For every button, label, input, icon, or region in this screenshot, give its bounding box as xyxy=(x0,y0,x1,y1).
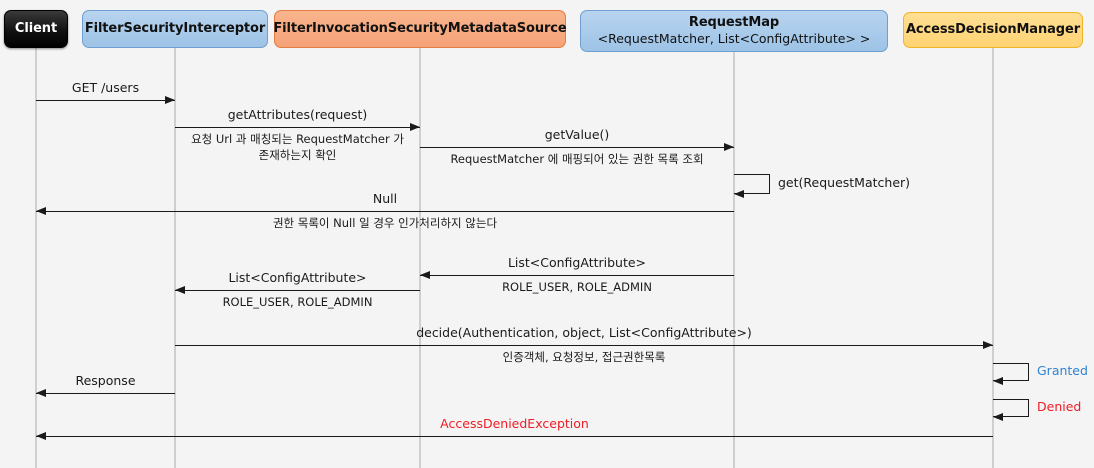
message-arrowhead-m7 xyxy=(983,341,993,349)
participant-subtitle: <RequestMatcher, List<ConfigAttribute> > xyxy=(597,30,871,46)
participant-title: AccessDecisionManager xyxy=(905,21,1081,37)
lifeline-adm xyxy=(992,48,994,468)
message-arrowhead-m9 xyxy=(36,432,46,440)
message-label-m4: Null xyxy=(372,191,398,206)
message-note-m6: ROLE_USER, ROLE_ADMIN xyxy=(222,295,373,309)
participant-fsi[interactable]: FilterSecurityInterceptor xyxy=(82,10,268,48)
message-note-m5: ROLE_USER, ROLE_ADMIN xyxy=(502,280,652,294)
message-label-m1: GET /users xyxy=(71,80,140,95)
participant-title: RequestMap xyxy=(688,14,780,30)
message-line-m7 xyxy=(175,345,993,346)
lifeline-fsi xyxy=(174,48,176,468)
message-note-m3: RequestMatcher 에 매핑되어 있는 권한 목록 조회 xyxy=(450,152,704,166)
message-line-m1 xyxy=(36,100,175,101)
message-note-m2: 요청 Url 과 매칭되는 RequestMatcher 가 존재하는지 확인 xyxy=(191,132,404,162)
message-arrowhead-m2 xyxy=(410,123,420,131)
message-arrowhead-m6 xyxy=(175,286,185,294)
self-call-label-s2: Granted xyxy=(1037,363,1088,378)
participant-adm[interactable]: AccessDecisionManager xyxy=(903,12,1083,48)
message-note-m4: 권한 목록이 Null 일 경우 인가처리하지 않는다 xyxy=(272,216,498,230)
message-line-m8 xyxy=(36,393,175,394)
message-arrowhead-m1 xyxy=(165,96,175,104)
message-line-m2 xyxy=(175,127,420,128)
message-label-m9: AccessDeniedException xyxy=(440,416,589,431)
participant-title: FilterSecurityInterceptor xyxy=(84,20,266,36)
self-call-arrowhead-s3 xyxy=(993,413,1003,421)
self-call-arrowhead-s1 xyxy=(734,190,744,198)
self-call-label-s1: get(RequestMatcher) xyxy=(778,175,911,190)
participant-title: FilterInvocationSecurityMetadataSource xyxy=(273,20,567,36)
participant-fismds[interactable]: FilterInvocationSecurityMetadataSource xyxy=(273,10,567,48)
self-call-s2 xyxy=(993,363,1029,381)
message-line-m5 xyxy=(420,275,734,276)
lifeline-reqmap xyxy=(733,52,735,468)
message-arrowhead-m8 xyxy=(36,389,46,397)
message-label-m5: List<ConfigAttribute> xyxy=(507,255,647,270)
message-line-m3 xyxy=(420,147,734,148)
message-note-m7: 인증객체, 요청정보, 접근권한목록 xyxy=(502,350,666,364)
self-call-label-s3: Denied xyxy=(1037,399,1082,414)
message-label-m3: getValue() xyxy=(544,127,610,142)
message-line-m4 xyxy=(36,211,734,212)
participant-title: Client xyxy=(14,20,58,36)
self-call-s3 xyxy=(993,399,1029,417)
lifeline-fismds xyxy=(419,48,421,468)
message-arrowhead-m3 xyxy=(724,143,734,151)
message-label-m2: getAttributes(request) xyxy=(227,107,368,122)
lifeline-client xyxy=(35,48,37,468)
message-label-m7: decide(Authentication, object, List<Conf… xyxy=(416,325,752,340)
self-call-s1 xyxy=(734,174,770,194)
message-label-m8: Response xyxy=(75,373,136,388)
message-label-m6: List<ConfigAttribute> xyxy=(228,270,367,285)
message-arrowhead-m5 xyxy=(420,271,430,279)
self-call-arrowhead-s2 xyxy=(993,377,1003,385)
participant-client[interactable]: Client xyxy=(4,10,68,48)
message-line-m6 xyxy=(175,290,420,291)
participant-reqmap[interactable]: RequestMap<RequestMatcher, List<ConfigAt… xyxy=(580,10,888,52)
message-arrowhead-m4 xyxy=(36,207,46,215)
message-line-m9 xyxy=(36,436,993,437)
